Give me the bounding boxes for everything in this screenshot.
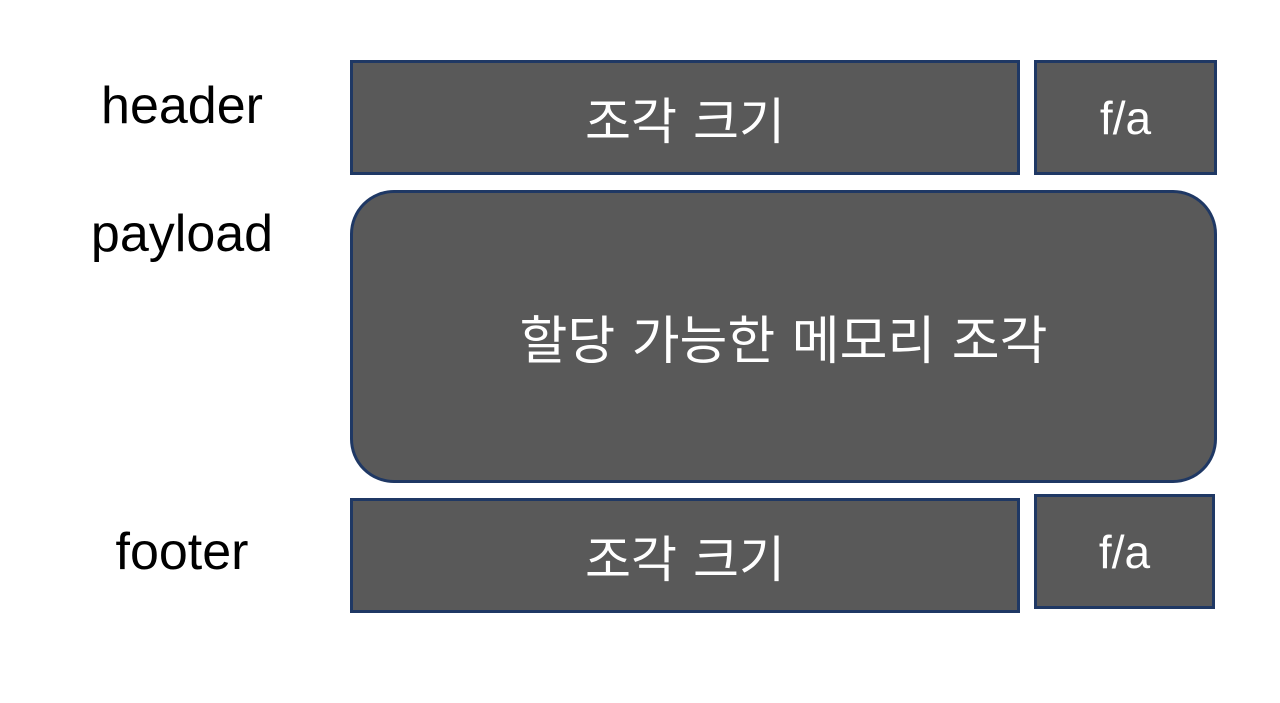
- payload-text: 할당 가능한 메모리 조각: [519, 312, 1048, 372]
- footer-chunk-size-text: 조각 크기: [585, 530, 785, 589]
- payload-label: payload: [90, 205, 274, 263]
- footer-flag-text: f/a: [1098, 525, 1151, 578]
- header-flag-text: f/a: [1099, 91, 1152, 144]
- payload-block: 할당 가능한 메모리 조각: [350, 190, 1217, 483]
- header-chunk-size-text: 조각 크기: [585, 92, 785, 151]
- footer-chunk-size-block: 조각 크기: [350, 498, 1020, 613]
- header-flag-block: f/a: [1034, 60, 1217, 175]
- footer-flag-block: f/a: [1034, 494, 1215, 609]
- header-chunk-size-block: 조각 크기: [350, 60, 1020, 175]
- header-label: header: [101, 77, 263, 135]
- footer-label: footer: [115, 523, 249, 581]
